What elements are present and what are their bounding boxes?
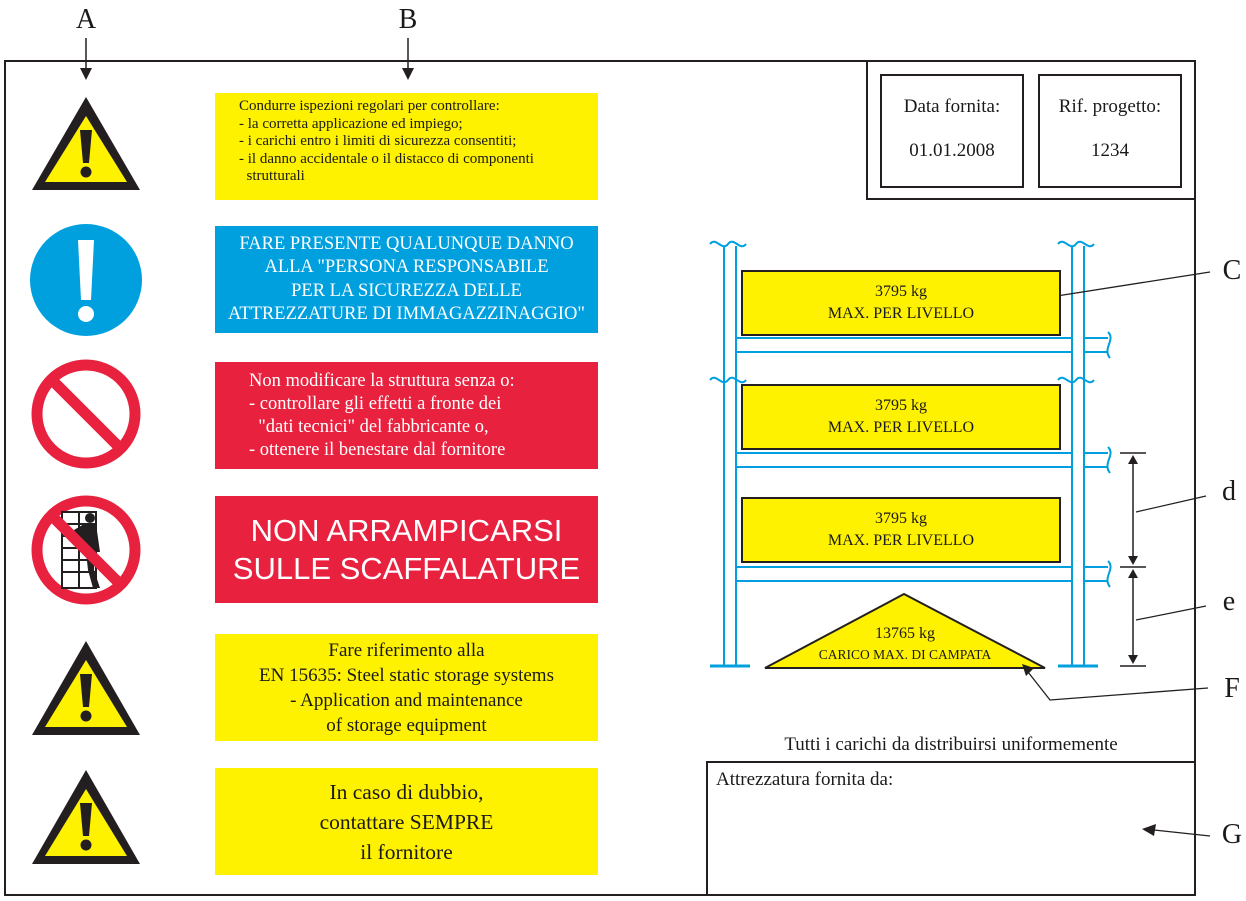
- reference-line: - Application and maintenance: [290, 689, 523, 711]
- report-line: ALLA "PERSONA RESPONSABILE: [264, 257, 549, 277]
- callout-g: G: [1221, 819, 1243, 850]
- level-load-label: 3795 kg MAX. PER LIVELLO: [741, 384, 1061, 450]
- doubt-line: In caso di dubbio,: [329, 779, 484, 804]
- reference-panel: Fare riferimento alla EN 15635: Steel st…: [215, 634, 598, 741]
- prohibition-icon: [31, 359, 141, 469]
- doubt-panel: In caso di dubbio, contattare SEMPRE il …: [215, 768, 598, 875]
- bay-load-triangle: [764, 592, 1046, 669]
- level-caption: MAX. PER LIVELLO: [827, 419, 975, 436]
- project-box: Rif. progetto: 1234: [1038, 74, 1182, 188]
- reference-line: of storage equipment: [326, 714, 487, 736]
- callout-b: B: [398, 4, 418, 35]
- rack-upright-left: [709, 240, 750, 668]
- date-label: Data fornita:: [903, 96, 1001, 117]
- climb-line: NON ARRAMPICARSI: [250, 512, 563, 548]
- date-box: Data fornita: 01.01.2008: [880, 74, 1024, 188]
- inspection-line: - il danno accidentale o il distacco di …: [239, 150, 534, 167]
- modify-line: Non modificare la struttura senza o:: [249, 371, 515, 391]
- callout-f-arrow: [1022, 664, 1209, 701]
- callout-g-arrow: [1142, 824, 1211, 837]
- climb-line: SULLE SCAFFALATURE: [232, 550, 581, 586]
- modify-line: "dati tecnici" del fabbricante o,: [249, 417, 489, 437]
- callout-b-arrow: [402, 38, 414, 80]
- report-panel: FARE PRESENTE QUALUNQUE DANNO ALLA "PERS…: [215, 226, 598, 333]
- callout-e: e: [1222, 586, 1236, 617]
- report-line: ATTREZZATURE DI IMMAGAZZINAGGIO": [228, 304, 585, 324]
- doubt-line: contattare SEMPRE: [319, 809, 494, 834]
- no-climbing-icon: [31, 495, 141, 605]
- rack-upright-right: [1057, 240, 1098, 668]
- dimension-d: [1120, 452, 1207, 565]
- mandatory-exclamation-icon: [30, 224, 142, 336]
- reference-line: Fare riferimento alla: [328, 639, 485, 661]
- project-label: Rif. progetto:: [1058, 96, 1162, 117]
- info-area: [866, 60, 1196, 200]
- date-value: 01.01.2008: [909, 140, 995, 161]
- supplier-label: Attrezzatura fornita da:: [716, 769, 894, 790]
- level-load: 3795 kg: [875, 283, 927, 300]
- rack-beams: [736, 331, 1112, 588]
- warning-triangle-icon: [32, 97, 140, 190]
- callout-c: C: [1222, 255, 1242, 286]
- climb-panel: NON ARRAMPICARSI SULLE SCAFFALATURE: [215, 496, 598, 603]
- supplier-box: Attrezzatura fornita da:: [706, 761, 1196, 896]
- callout-a-arrow: [80, 38, 92, 80]
- modify-line: - ottenere il benestare dal fornitore: [249, 440, 506, 460]
- level-caption: MAX. PER LIVELLO: [827, 532, 975, 549]
- warning-triangle-icon: [32, 770, 140, 864]
- inspection-panel: Condurre ispezioni regolari per controll…: [215, 93, 598, 200]
- level-caption: MAX. PER LIVELLO: [827, 305, 975, 322]
- callout-f: F: [1224, 673, 1240, 704]
- level-load: 3795 kg: [875, 397, 927, 414]
- bay-load: 13765 kg: [875, 625, 935, 642]
- level-load: 3795 kg: [875, 510, 927, 527]
- level-load-label: 3795 kg MAX. PER LIVELLO: [741, 497, 1061, 563]
- inspection-line: strutturali: [239, 168, 305, 184]
- reference-line: EN 15635: Steel static storage systems: [259, 664, 554, 686]
- modify-line: - controllare gli effetti a fronte dei: [249, 394, 502, 414]
- bay-caption: CARICO MAX. DI CAMPATA: [818, 647, 992, 662]
- level-load-label: 3795 kg MAX. PER LIVELLO: [741, 270, 1061, 336]
- uniform-load-note: Tutti i carichi da distribuirsi uniforme…: [784, 734, 1118, 755]
- inspection-line: Condurre ispezioni regolari per controll…: [239, 98, 500, 114]
- callout-d: d: [1222, 476, 1236, 507]
- report-line: FARE PRESENTE QUALUNQUE DANNO: [239, 233, 574, 254]
- inspection-line: - la corretta applicazione ed impiego;: [239, 115, 463, 132]
- sign-frame: [4, 60, 1196, 896]
- inspection-line: - i carichi entro i limiti di sicurezza …: [239, 133, 517, 149]
- dimension-e: [1120, 566, 1207, 667]
- report-line: PER LA SICUREZZA DELLE: [291, 280, 522, 301]
- modify-panel: Non modificare la struttura senza o: - c…: [215, 362, 598, 469]
- warning-triangle-icon: [32, 641, 140, 735]
- doubt-line: il fornitore: [360, 839, 453, 864]
- project-value: 1234: [1091, 140, 1129, 161]
- callout-a: A: [75, 4, 97, 35]
